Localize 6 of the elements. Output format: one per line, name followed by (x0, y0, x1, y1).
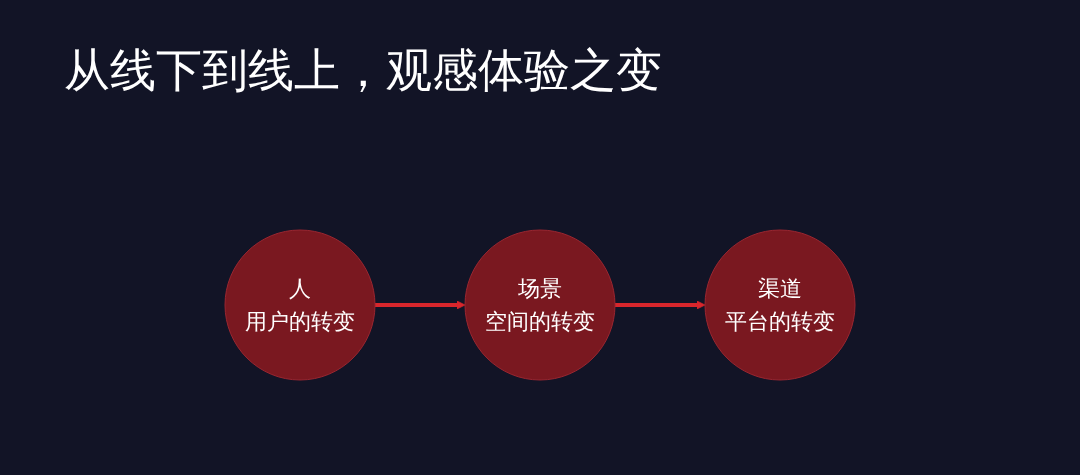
title: 从线下到线上，观感体验之变 (64, 42, 662, 99)
node-circle: 场景 空间的转变 (464, 229, 616, 381)
node-circle: 人 用户的转变 (224, 229, 376, 381)
arrow (375, 300, 466, 310)
arrow (615, 300, 706, 310)
node-circle: 渠道 平台的转变 (704, 229, 856, 381)
